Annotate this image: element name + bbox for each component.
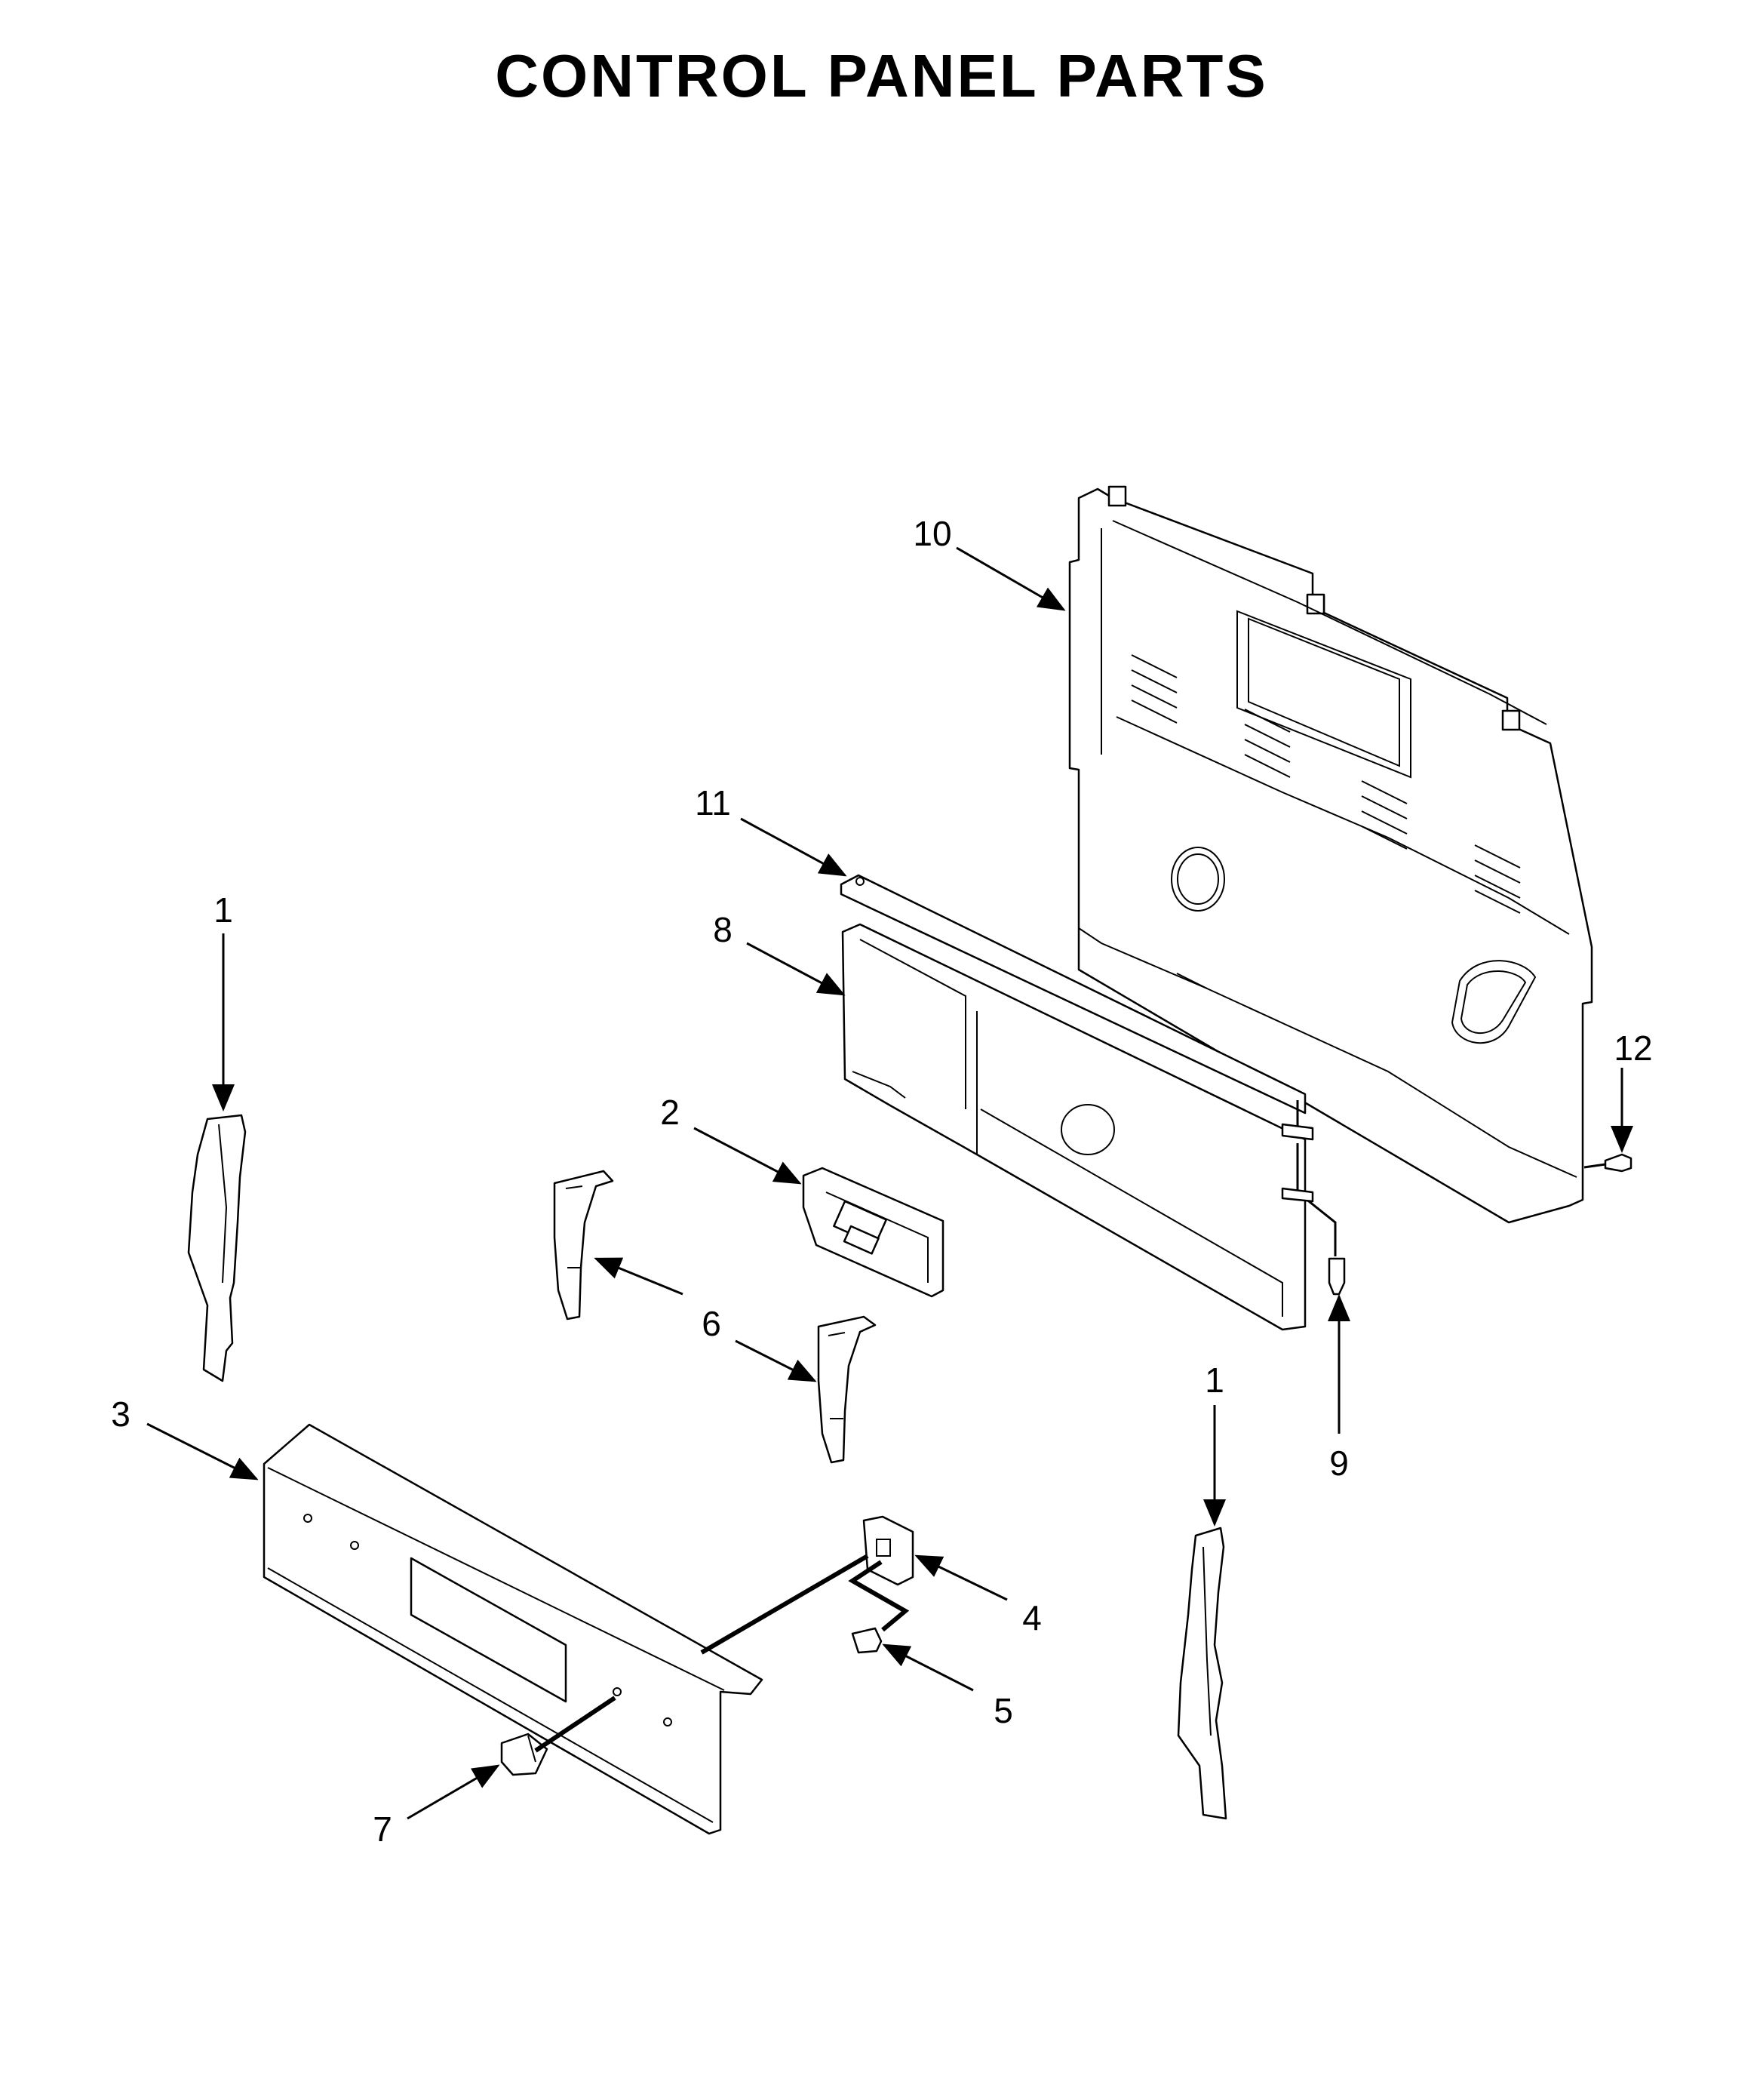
leader-6-upper [594, 1257, 683, 1296]
leader-3 [146, 1422, 259, 1480]
callout-2: 2 [660, 1093, 680, 1132]
callout-3: 3 [111, 1394, 131, 1434]
callout-1-left: 1 [213, 890, 233, 930]
page-title: CONTROL PANEL PARTS [495, 42, 1268, 109]
leader-6-lower [735, 1339, 817, 1382]
callout-7: 7 [373, 1809, 392, 1849]
end-cap-upper-part-6 [553, 1170, 614, 1321]
callout-5: 5 [994, 1691, 1013, 1730]
callout-11: 11 [695, 783, 731, 822]
leader-4 [914, 1554, 1008, 1601]
callout-6: 6 [702, 1304, 721, 1343]
callout-9: 9 [1329, 1444, 1349, 1483]
screw-part-9 [1281, 1100, 1346, 1296]
callout-8: 8 [713, 910, 733, 949]
screw-part-5 [851, 1627, 883, 1654]
callout-1-right: 1 [1205, 1361, 1224, 1400]
rear-shroud-part-10 [1068, 485, 1593, 1224]
control-bracket-part-8 [841, 923, 1307, 1331]
side-trim-left-part-1 [187, 1114, 247, 1382]
leader-11 [740, 817, 847, 877]
leader-7 [407, 1764, 500, 1820]
callout-10: 10 [913, 514, 951, 553]
leader-8 [746, 942, 846, 996]
trim-strip-part-11 [840, 874, 1307, 1115]
leader-2 [693, 1127, 802, 1185]
callout-4: 4 [1022, 1598, 1042, 1637]
control-panel-fascia-part-3 [263, 1423, 763, 1835]
selector-switch-part-4 [700, 1515, 914, 1655]
screw-part-12 [1583, 1153, 1632, 1173]
side-trim-right-part-1 [1177, 1527, 1227, 1820]
control-board-part-2 [802, 1167, 944, 1298]
leader-10 [956, 546, 1066, 611]
knob-part-7 [500, 1696, 616, 1776]
end-cap-lower-part-6 [817, 1315, 877, 1464]
callout-12: 12 [1614, 1028, 1652, 1068]
leader-5 [882, 1643, 974, 1692]
